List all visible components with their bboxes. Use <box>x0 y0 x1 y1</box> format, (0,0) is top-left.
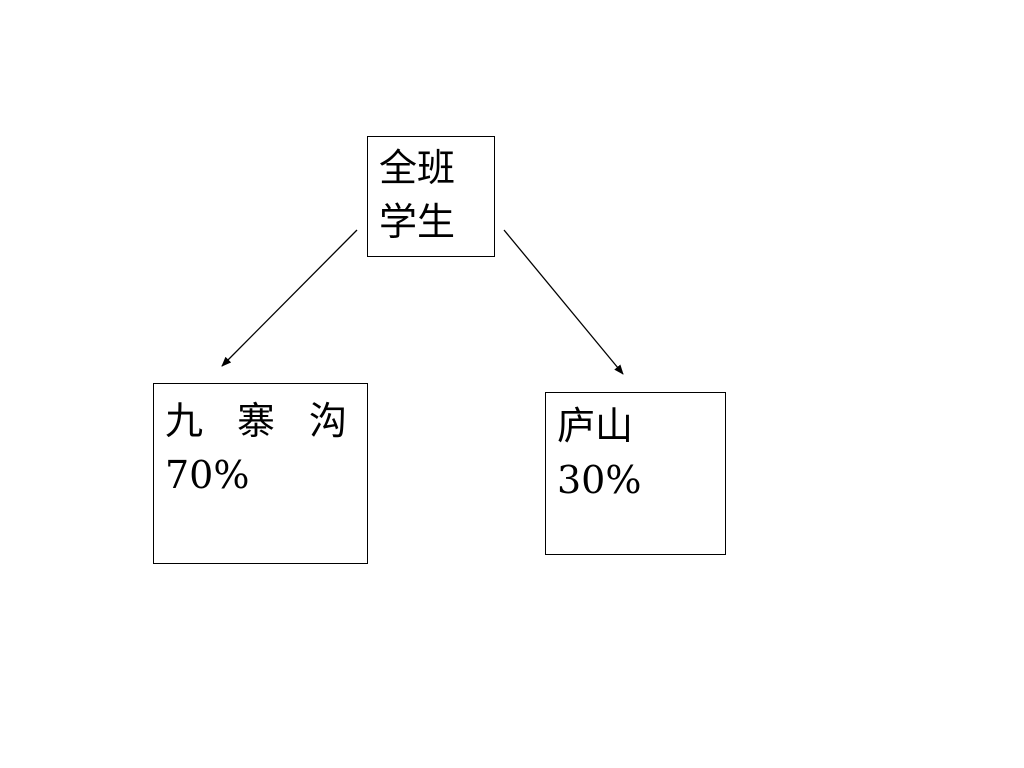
jiuzhaigou-label: 九寨沟 <box>165 399 382 443</box>
jiuzhaigou-node-box: 九寨沟 70% <box>153 383 368 564</box>
jiuzhaigou-percent: 70% <box>165 453 250 497</box>
root-node-label-line1: 全班 <box>379 146 456 190</box>
lushan-percent: 30% <box>557 458 642 502</box>
lushan-node-box: 庐山 30% <box>545 392 726 555</box>
lushan-label: 庐山 <box>557 404 634 448</box>
root-node-label-line2: 学生 <box>379 200 456 244</box>
arrow-to-jiuzhaigou <box>221 229 358 367</box>
root-node-box: 全班 学生 <box>367 136 495 257</box>
arrow-to-lushan <box>503 229 624 375</box>
